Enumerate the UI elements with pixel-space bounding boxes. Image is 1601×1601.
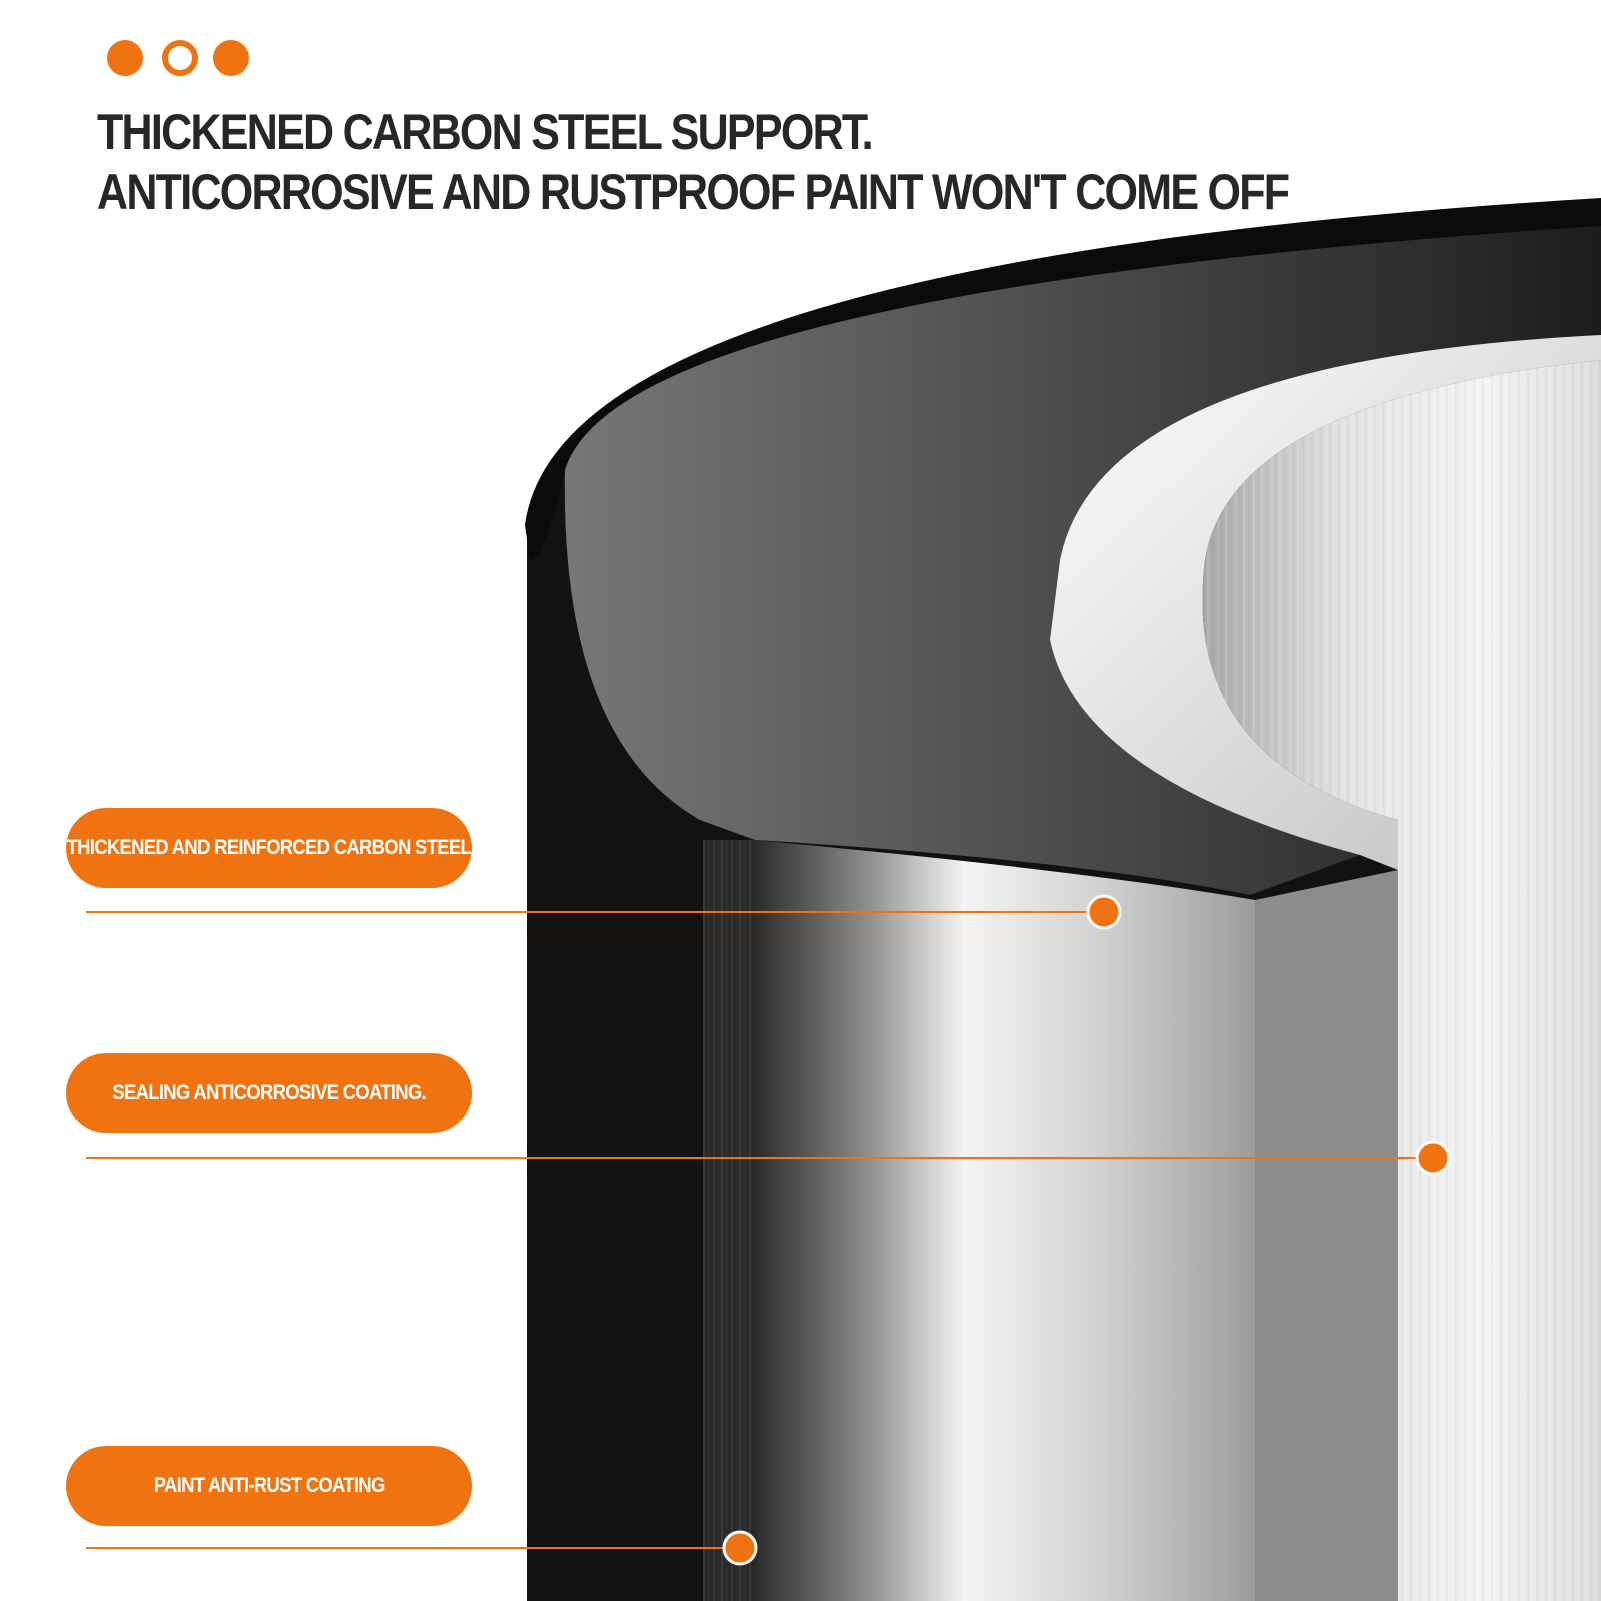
headline-line-1: THICKENED CARBON STEEL SUPPORT.	[97, 104, 874, 160]
callout-label-anti-rust-coating: PAINT ANTI-RUST COATING	[66, 1446, 472, 1526]
orange-ring-dot-icon	[1086, 894, 1122, 930]
orange-ring-dot-icon	[1415, 1140, 1451, 1176]
callout-text: PAINT ANTI-RUST COATING	[153, 1474, 386, 1497]
steel-inner-rim	[1050, 335, 1601, 870]
callout-text: SEALING ANTICORROSIVE COATING.	[112, 1081, 426, 1104]
steel-corner-facet	[1255, 870, 1398, 1601]
orange-ring-dot-icon	[722, 1530, 758, 1566]
coating-top-face	[564, 226, 1601, 895]
headline-line-2: ANTICORROSIVE AND RUSTPROOF PAINT WON'T …	[97, 164, 1290, 220]
callout-label-sealing-coating: SEALING ANTICORROSIVE COATING.	[66, 1053, 472, 1133]
steel-band-front	[753, 840, 1255, 1601]
callout-label-carbon-steel: THICKENED AND REINFORCED CARBON STEEL	[66, 808, 472, 888]
indicator-dot-filled-icon	[213, 40, 249, 76]
indicator-dot-filled-icon	[107, 40, 143, 76]
indicator-dot-hollow-icon	[162, 40, 198, 76]
coating-top-edge	[525, 198, 1601, 560]
callout-text: THICKENED AND REINFORCED CARBON STEEL	[66, 836, 472, 859]
